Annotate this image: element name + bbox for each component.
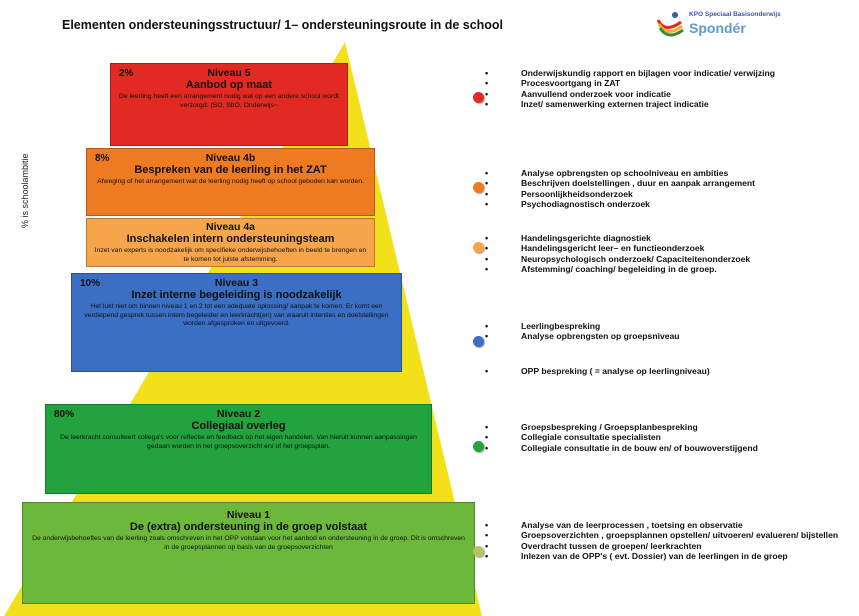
bullet-item: Handelingsgericht leer– en functieonderz… <box>485 243 857 254</box>
bullet-item: Groepsoverzichten , groepsplannen opstel… <box>485 530 857 541</box>
page-title: Elementen ondersteuningsstructuur/ 1– on… <box>62 18 504 32</box>
bullet-item: Analyse opbrengsten op groepsniveau <box>485 331 857 342</box>
bullet-item: Persoonlijkheidsonderzoek <box>485 189 857 200</box>
bullet-list-level-2: Groepsbespreking / GroepsplanbesprekingC… <box>485 422 857 453</box>
level-3-block: 10% Niveau 3 Inzet interne begeleiding i… <box>71 273 402 372</box>
bullet-item: Afstemming/ coaching/ begeleiding in de … <box>485 264 857 275</box>
level-2-description: De leerkracht consulteert collega's voor… <box>60 434 417 450</box>
bullet-item: Neuropsychologisch onderzoek/ Capaciteit… <box>485 254 857 265</box>
bullet-item: Procesvoortgang in ZAT <box>485 78 857 89</box>
logo-mark-icon <box>656 12 684 37</box>
level-4a-number: Niveau 4a <box>205 221 256 233</box>
level-1-description: De onderwijsbehoeftes van de leerling zo… <box>32 535 465 551</box>
bullet-item: Inzet/ samenwerking externen traject ind… <box>485 99 857 110</box>
bullet-list-level-1: Analyse van de leerprocessen , toetsing … <box>485 520 857 561</box>
bullet-item: Overdracht tussen de groepen/ leerkracht… <box>485 541 857 552</box>
level-4a-title: Inschakelen intern ondersteuningsteam <box>126 233 335 245</box>
level-3-number: Niveau 3 <box>214 277 259 289</box>
level-4b-description: Afweging of het arrangement wat de leerl… <box>97 178 364 185</box>
spondér-logo: KPO Speciaal Basisonderwijs Spondér <box>655 8 795 42</box>
level-1-title: De (extra) ondersteuning in de groep vol… <box>129 521 368 533</box>
bullet-list-level-4b: Analyse opbrengsten op schoolniveau en a… <box>485 168 857 209</box>
level-4a-dot <box>473 242 484 253</box>
bullet-item: OPP bespreking ( = analyse op leerlingni… <box>485 366 857 377</box>
bullet-item: Leerlingbespreking <box>485 321 857 332</box>
bullet-item: Analyse opbrengsten op schoolniveau en a… <box>485 168 857 179</box>
level-4b-block: 8% Niveau 4b Bespreken van de leerling i… <box>86 148 375 216</box>
logo-name: Spondér <box>689 20 746 36</box>
bullet-item: Analyse van de leerprocessen , toetsing … <box>485 520 857 531</box>
bullet-item: Collegiale consultatie in de bouw en/ of… <box>485 443 857 454</box>
bullet-item: Inlezen van de OPP's ( evt. Dossier) van… <box>485 551 857 562</box>
level-3-title: Inzet interne begeleiding is noodzakelij… <box>131 289 342 301</box>
level-5-description: De leerling heeft een arrangement nodig … <box>119 93 339 109</box>
level-4b-dot <box>473 182 484 193</box>
level-5-number: Niveau 5 <box>207 67 251 79</box>
level-4a-description: Inzet van experts is noodzakelijk om spe… <box>94 247 367 263</box>
level-2-percentage: 80% <box>54 409 75 420</box>
level-3-percentage: 10% <box>80 278 101 289</box>
side-axis-label: % is schoolambitie <box>20 153 30 228</box>
level-5-dot <box>473 92 484 103</box>
bullet-item: Collegiale consultatie specialisten <box>485 432 857 443</box>
level-5-percentage: 2% <box>119 68 134 79</box>
logo-subtitle: KPO Speciaal Basisonderwijs <box>689 11 781 18</box>
level-1-number: Niveau 1 <box>226 509 271 521</box>
level-1-dot <box>473 546 484 557</box>
level-4a-block: Niveau 4a Inschakelen intern ondersteuni… <box>86 218 375 267</box>
level-2-block: 80% Niveau 2 Collegiaal overleg De leerk… <box>45 404 432 494</box>
level-5-title: Aanbod op maat <box>185 79 273 91</box>
bullet-item: Onderwijskundig rapport en bijlagen voor… <box>485 68 857 79</box>
bullet-list-level-3: LeerlingbesprekingAnalyse opbrengsten op… <box>485 321 857 342</box>
bullet-list-level-4a: Handelingsgerichte diagnostiekHandelings… <box>485 233 857 274</box>
level-3-dot <box>473 336 484 347</box>
level-1-block: Niveau 1 De (extra) ondersteuning in de … <box>22 502 475 604</box>
level-2-number: Niveau 2 <box>216 408 261 420</box>
bullet-list-level-5: Onderwijskundig rapport en bijlagen voor… <box>485 68 857 109</box>
bullet-list-level-3-opp: OPP bespreking ( = analyse op leerlingni… <box>485 366 857 377</box>
level-5-block: 2% Niveau 5 Aanbod op maat De leerling h… <box>110 63 348 146</box>
level-2-title: Collegiaal overleg <box>191 420 286 432</box>
level-4b-number: Niveau 4b <box>205 152 256 164</box>
bullet-item: Handelingsgerichte diagnostiek <box>485 233 857 244</box>
bullet-item: Beschrijven doelstellingen , duur en aan… <box>485 178 857 189</box>
level-4b-percentage: 8% <box>95 153 110 164</box>
bullet-item: Psychodiagnostisch onderzoek <box>485 199 857 210</box>
level-2-dot <box>473 441 484 452</box>
bullet-item: Groepsbespreking / Groepsplanbespreking <box>485 422 857 433</box>
level-4b-title: Bespreken van de leerling in het ZAT <box>134 164 327 176</box>
bullet-item: Aanvullend onderzoek voor indicatie <box>485 89 857 100</box>
level-3-description: Het lukt niet om binnen niveau 1 en 2 to… <box>84 303 389 328</box>
